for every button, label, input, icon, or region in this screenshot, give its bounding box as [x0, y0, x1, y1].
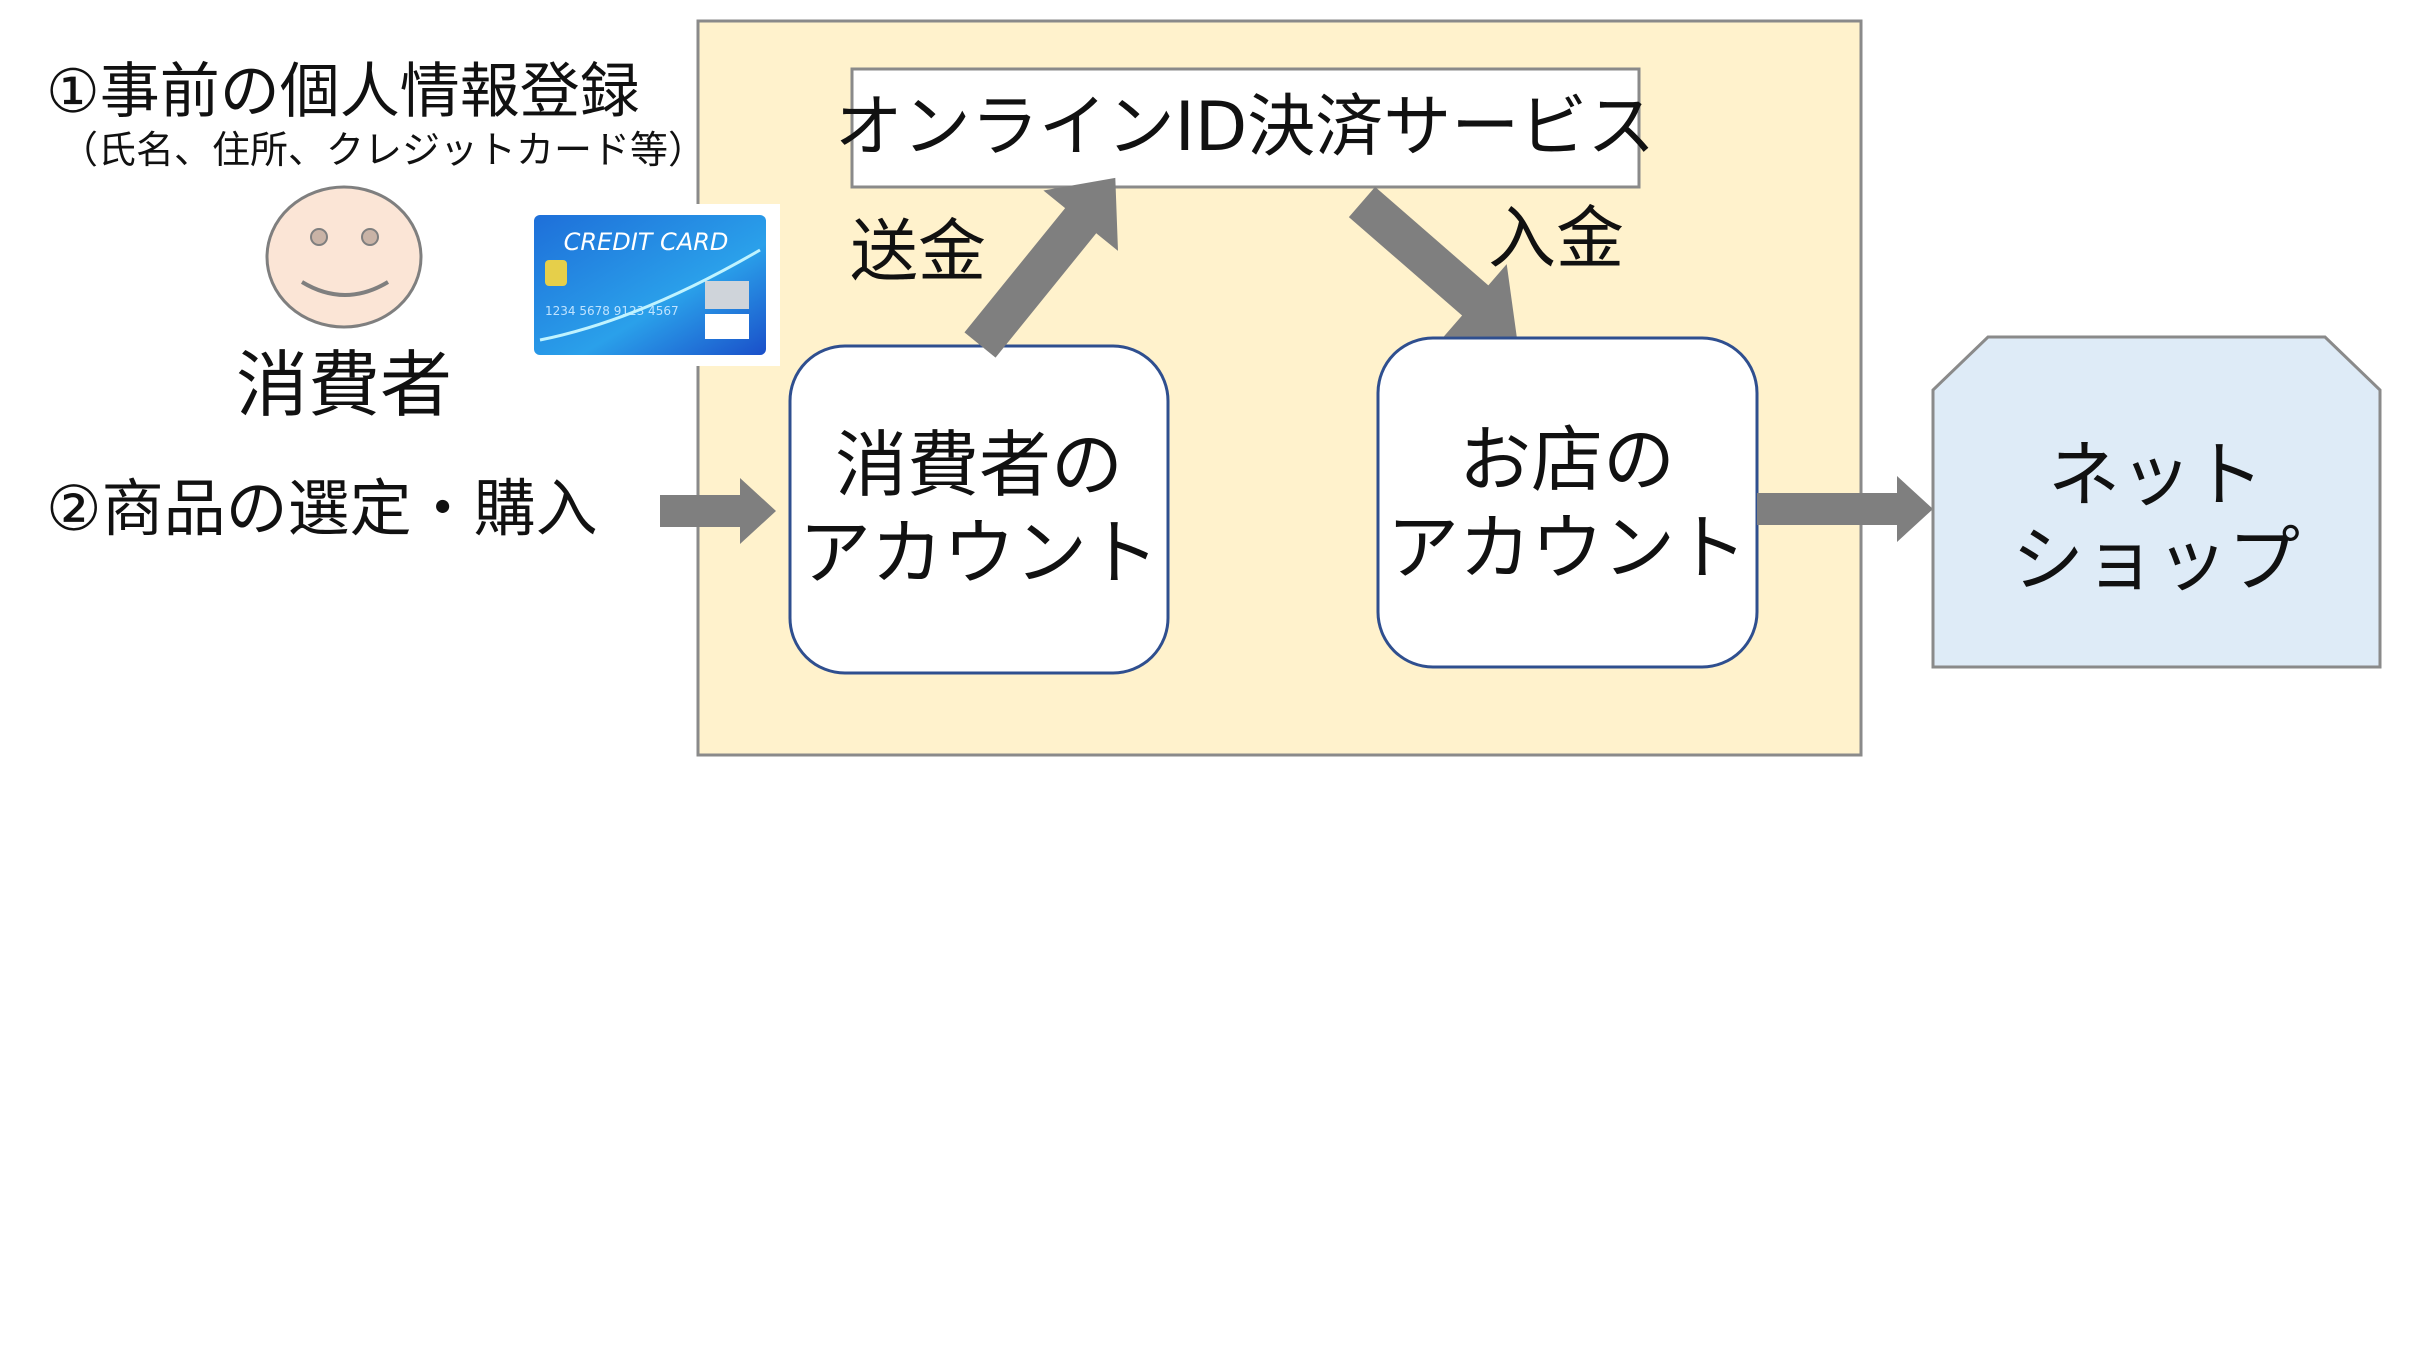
consumer-account-line2: アカウント: [799, 511, 1159, 595]
consumer-account-line1: 消費者の: [835, 423, 1123, 507]
send-arrow-icon: [964, 177, 1118, 358]
purchase-arrow-icon: [660, 478, 776, 544]
step2-title: ②商品の選定・購入: [46, 472, 598, 545]
service-title-box: オンラインID決済サービス: [835, 67, 1655, 189]
consumer-face-icon: [265, 185, 423, 329]
step1-detail: （氏名、住所、クレジットカード等）: [60, 128, 706, 172]
card-number: 1234 5678 9123 4567: [545, 304, 679, 318]
credit-card-icon: CREDIT CARD 1234 5678 9123 4567: [522, 204, 780, 366]
net-shop-line1: ネット: [2048, 433, 2264, 517]
net-shop-line2: ショップ: [2012, 518, 2300, 602]
service-title: オンラインID決済サービス: [835, 88, 1655, 167]
consumer-account-box: 消費者の アカウント: [788, 344, 1170, 675]
step1-title: ①事前の個人情報登録: [46, 57, 640, 127]
card-text: CREDIT CARD: [564, 228, 729, 256]
deposit-label: 入金: [1488, 200, 1624, 279]
send-label: 送金: [850, 213, 986, 292]
consumer-label: 消費者: [236, 343, 452, 427]
shop-account-line1: お店の: [1459, 418, 1675, 502]
payout-arrow-icon: [1757, 476, 1933, 542]
deposit-arrow-icon: [1348, 186, 1517, 337]
net-shop-box: ネット ショップ: [1931, 335, 2382, 669]
shop-account-line2: アカウント: [1387, 506, 1747, 590]
shop-account-box: お店の アカウント: [1376, 336, 1759, 669]
